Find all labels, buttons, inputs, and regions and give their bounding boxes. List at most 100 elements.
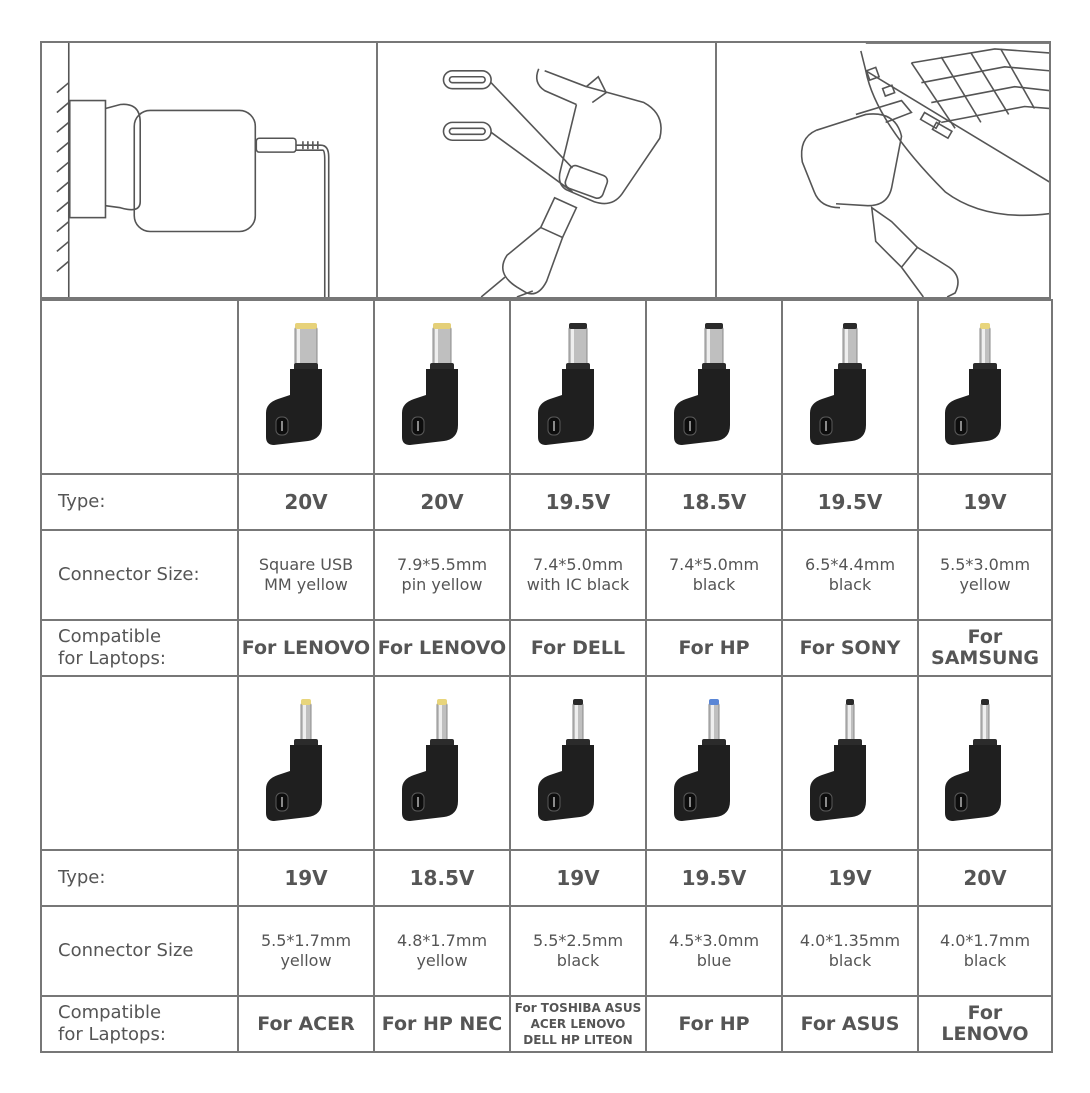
- type-value: 19.5V: [509, 473, 647, 531]
- size-line: black: [556, 951, 600, 970]
- adapter-image-row: [40, 299, 1053, 475]
- adapter-tip: [846, 699, 854, 705]
- adapter-image-cell: [645, 299, 783, 475]
- adapter-image-cell: [645, 675, 783, 851]
- type-value: 18.5V: [373, 849, 511, 907]
- adapter-barrel-shine: [845, 329, 848, 363]
- size-line: blue: [696, 951, 732, 970]
- adapter-image-row: [40, 675, 1053, 851]
- adapter-image-cell: [373, 675, 511, 851]
- size-line: 6.5*4.4mm: [804, 555, 896, 574]
- adapter-tip: [295, 323, 317, 329]
- compatible-value: For LENOVO: [373, 619, 511, 677]
- compatible-value: For TOSHIBA ASUS ACER LENOVO DELL HP LIT…: [509, 995, 647, 1053]
- label-line: for Laptops:: [58, 1024, 166, 1045]
- adapter-barrel-shine: [982, 329, 985, 363]
- usb-c-tongue: [689, 421, 691, 431]
- usbc-adapter-icon: [443, 68, 663, 297]
- size-line: 4.5*3.0mm: [668, 931, 760, 950]
- size-line: 7.4*5.0mm: [668, 555, 760, 574]
- size-line: black: [692, 575, 736, 594]
- adapter-icon: [402, 699, 458, 821]
- adapter-body: [538, 745, 594, 821]
- label-line: for Laptops:: [58, 648, 166, 669]
- adapter-body: [266, 369, 322, 445]
- wall-charger-illustration: [42, 43, 376, 297]
- type-value: 20V: [917, 849, 1053, 907]
- type-label: Type:: [40, 473, 239, 531]
- adapter-body: [402, 369, 458, 445]
- usb-c-tongue: [553, 421, 555, 431]
- adapter-image-cell: [373, 299, 511, 475]
- adapter-body: [402, 745, 458, 821]
- type-value: 20V: [373, 473, 511, 531]
- compatible-value: For ASUS: [781, 995, 919, 1053]
- illustration-strip: [40, 41, 1051, 299]
- adapter-tip: [709, 699, 719, 705]
- compatible-value: For LENOVO: [917, 995, 1053, 1053]
- wall-charger-icon: [56, 43, 330, 297]
- size-line: MM yellow: [264, 575, 348, 594]
- adapter-icon: [538, 323, 594, 445]
- adapter-barrel-shine: [983, 705, 986, 739]
- adapter-tip: [981, 699, 989, 705]
- adapter-body: [945, 369, 1001, 445]
- adapter-image-cell: [917, 675, 1053, 851]
- adapter-icon: [266, 323, 322, 445]
- adapter-body: [945, 745, 1001, 821]
- type-value: 20V: [237, 473, 375, 531]
- adapter-illustration: [376, 43, 714, 297]
- adapter-spec-table: Type: 20V 20V 19.5V 18.5V 19.5V 19V Conn…: [40, 299, 1053, 1053]
- adapter-image-cell: [781, 675, 919, 851]
- label-line: Compatible: [58, 1002, 162, 1023]
- size-line: pin yellow: [401, 575, 483, 594]
- adapter-icon: [810, 323, 866, 445]
- section-2: Type: 19V 18.5V 19V 19.5V 19V 20V Connec…: [40, 675, 1053, 1053]
- adapter-barrel-shine: [435, 329, 438, 363]
- adapter-barrel-shine: [439, 705, 442, 739]
- size-line: 4.0*1.7mm: [939, 931, 1031, 950]
- type-value: 19V: [917, 473, 1053, 531]
- type-value: 19V: [237, 849, 375, 907]
- adapter-body: [810, 745, 866, 821]
- adapter-tip: [433, 323, 451, 329]
- section-1: Type: 20V 20V 19.5V 18.5V 19.5V 19V Conn…: [40, 299, 1053, 677]
- size-line: black: [828, 951, 872, 970]
- usb-c-tongue: [281, 421, 283, 431]
- adapter-icon: [402, 323, 458, 445]
- type-value: 19.5V: [645, 849, 783, 907]
- adapter-tip: [843, 323, 857, 329]
- adapter-tip: [437, 699, 447, 705]
- adapter-barrel-shine: [711, 705, 714, 739]
- adapter-body: [810, 369, 866, 445]
- type-value: 19.5V: [781, 473, 919, 531]
- compatible-value: For SAMSUNG: [917, 619, 1053, 677]
- type-label: Type:: [40, 849, 239, 907]
- adapter-icon: [945, 323, 1001, 445]
- connector-size-label: Connector Size: [40, 905, 239, 997]
- adapter-body: [674, 369, 730, 445]
- adapter-body: [674, 745, 730, 821]
- adapter-body: [538, 369, 594, 445]
- adapter-body: [266, 745, 322, 821]
- compatible-value: For HP NEC: [373, 995, 511, 1053]
- adapter-tip: [980, 323, 990, 329]
- compatible-value: For SONY: [781, 619, 919, 677]
- laptop-illustration: [714, 43, 1049, 297]
- adapter-barrel-shine: [571, 329, 574, 363]
- usb-c-tongue: [689, 797, 691, 807]
- usb-c-tongue: [960, 797, 962, 807]
- adapter-image-cell: [781, 299, 919, 475]
